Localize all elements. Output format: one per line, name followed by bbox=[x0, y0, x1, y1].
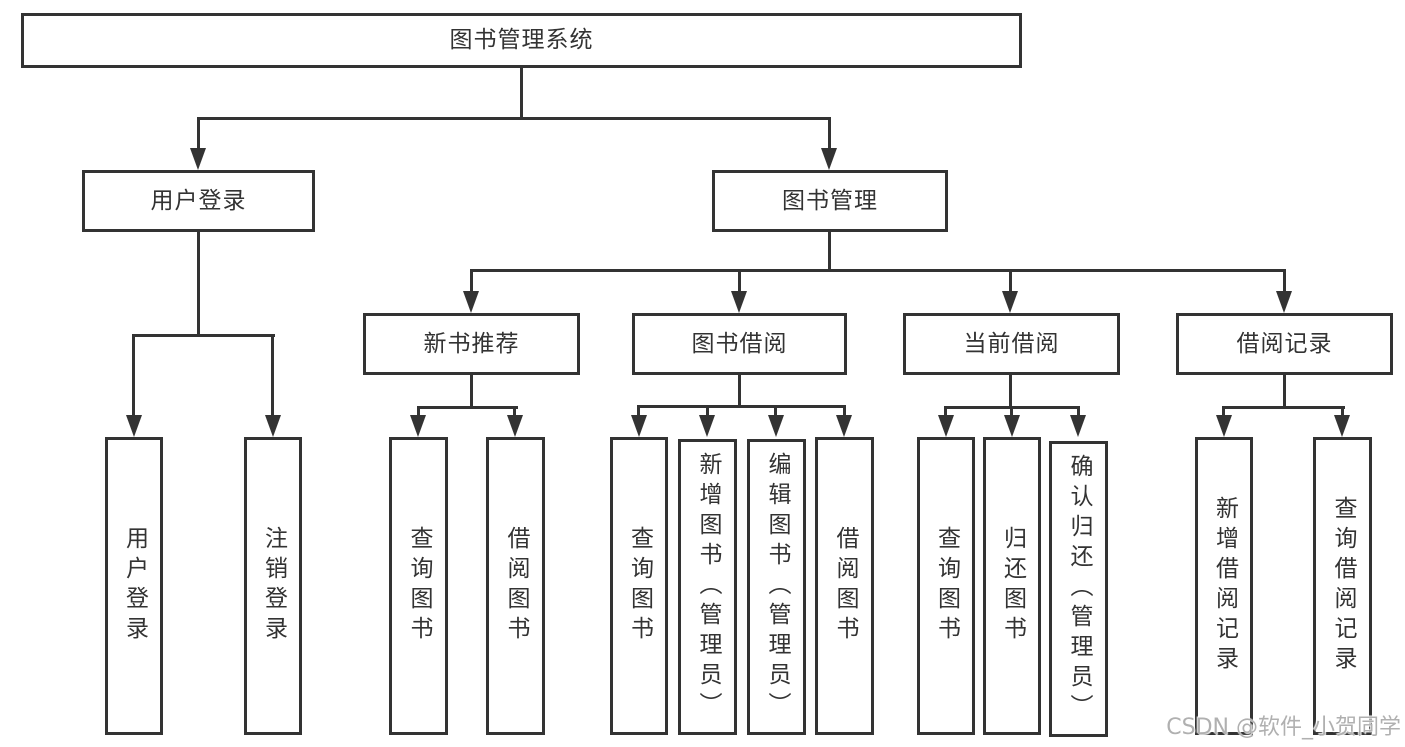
connector-g2-down bbox=[470, 375, 473, 409]
connector-level1-horizontal bbox=[197, 117, 831, 120]
connector-g2-horizontal bbox=[417, 406, 518, 409]
connector-g4-down bbox=[1009, 375, 1012, 409]
arrowhead-book-borrowing bbox=[731, 291, 747, 313]
connector-g5-horizontal bbox=[1222, 406, 1345, 409]
leaf-current-query-books: 查询图书 bbox=[917, 437, 975, 735]
connector-g3-down bbox=[738, 375, 741, 408]
arrowhead-g4-confirm-return bbox=[1070, 415, 1086, 437]
connector-g3-c4-stub bbox=[843, 405, 846, 418]
connector-g4-c3-stub bbox=[1077, 406, 1080, 418]
connector-records-stub bbox=[1283, 269, 1286, 295]
connector-current-stub bbox=[1009, 269, 1012, 295]
leaf-current-return-books: 归还图书 bbox=[983, 437, 1041, 735]
arrowhead-g3-query-books bbox=[631, 415, 647, 437]
connector-g2-c1-stub bbox=[417, 406, 420, 418]
connector-borrowing-stub bbox=[738, 269, 741, 295]
arrowhead-new-book-recommend bbox=[463, 291, 479, 313]
node-borrowing-records: 借阅记录 bbox=[1176, 313, 1393, 375]
arrowhead-logout-leaf bbox=[265, 415, 281, 437]
leaf-records-query-record: 查询借阅记录 bbox=[1313, 437, 1372, 735]
connector-g5-c2-stub bbox=[1341, 406, 1344, 418]
leaf-borrowing-add-books-admin: 新增图书（管理员） bbox=[678, 439, 737, 735]
arrowhead-g4-return-books bbox=[1004, 415, 1020, 437]
arrowhead-g5-query-record bbox=[1334, 415, 1350, 437]
connector-g5-c1-stub bbox=[1222, 406, 1225, 418]
arrowhead-user-login bbox=[190, 148, 206, 170]
node-library-management-system: 图书管理系统 bbox=[21, 13, 1022, 68]
connector-g3-c1-stub bbox=[637, 405, 640, 418]
csdn-watermark: CSDN @软件_小贺同学 bbox=[1166, 715, 1401, 740]
connector-g3-c2-stub bbox=[706, 405, 709, 418]
leaf-records-add-record: 新增借阅记录 bbox=[1195, 437, 1253, 735]
arrowhead-login-leaf bbox=[126, 415, 142, 437]
arrowhead-g2-query-books bbox=[410, 415, 426, 437]
arrowhead-g3-borrow-books bbox=[836, 415, 852, 437]
connector-level3-horizontal bbox=[470, 269, 1286, 272]
connector-newbook-stub bbox=[470, 269, 473, 295]
leaf-recommend-borrow-books: 借阅图书 bbox=[486, 437, 545, 735]
connector-user-login-stub bbox=[197, 117, 200, 151]
node-user-login: 用户登录 bbox=[82, 170, 315, 232]
node-book-borrowing: 图书借阅 bbox=[632, 313, 847, 375]
node-new-book-recommend: 新书推荐 bbox=[363, 313, 580, 375]
arrowhead-g3-edit-books bbox=[768, 415, 784, 437]
connector-userlogin-child1-stub bbox=[132, 334, 135, 418]
connector-book-management-stub bbox=[828, 117, 831, 151]
connector-g2-c2-stub bbox=[513, 406, 516, 418]
leaf-borrowing-edit-books-admin: 编辑图书（管理员） bbox=[747, 439, 806, 735]
leaf-current-confirm-return-admin: 确认归还（管理员） bbox=[1049, 441, 1108, 737]
connector-g3-horizontal bbox=[637, 405, 846, 408]
connector-g3-c3-stub bbox=[774, 405, 777, 418]
connector-userlogin-child2-stub bbox=[271, 334, 274, 418]
leaf-borrowing-borrow-books: 借阅图书 bbox=[815, 437, 874, 735]
arrowhead-borrowing-records bbox=[1276, 291, 1292, 313]
node-book-management: 图书管理 bbox=[712, 170, 948, 232]
connector-g4-c2-stub bbox=[1010, 406, 1013, 418]
arrowhead-g2-borrow-books bbox=[507, 415, 523, 437]
connector-userlogin-down bbox=[197, 232, 200, 336]
connector-g5-down bbox=[1283, 375, 1286, 409]
arrowhead-book-management bbox=[821, 148, 837, 170]
arrowhead-g4-query-books bbox=[938, 415, 954, 437]
connector-g4-c1-stub bbox=[944, 406, 947, 418]
arrowhead-g3-add-books bbox=[699, 415, 715, 437]
connector-bookmgmt-down bbox=[828, 232, 831, 272]
connector-root-stub bbox=[520, 68, 523, 120]
node-current-borrowing: 当前借阅 bbox=[903, 313, 1120, 375]
leaf-recommend-query-books: 查询图书 bbox=[389, 437, 448, 735]
leaf-borrowing-query-books: 查询图书 bbox=[610, 437, 668, 735]
arrowhead-g5-add-record bbox=[1216, 415, 1232, 437]
arrowhead-current-borrowing bbox=[1002, 291, 1018, 313]
leaf-logout: 注销登录 bbox=[244, 437, 302, 735]
connector-userlogin-horizontal bbox=[132, 334, 275, 337]
leaf-user-login: 用户登录 bbox=[105, 437, 163, 735]
